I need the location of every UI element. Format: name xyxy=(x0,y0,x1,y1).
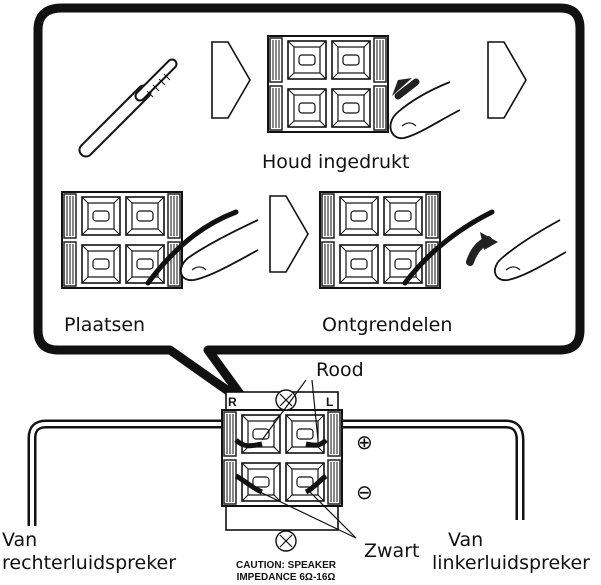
label-from-right-1: Van xyxy=(2,529,37,551)
label-from-left-2: linkerluidspreker xyxy=(432,552,590,574)
rear-panel xyxy=(27,379,525,552)
channel-l: L xyxy=(326,395,333,409)
terminal-insert xyxy=(62,192,259,288)
label-hold: Houd ingedrukt xyxy=(262,151,410,173)
terminal-press xyxy=(268,36,461,139)
terminal-release xyxy=(320,192,567,288)
caution-line-1: CAUTION: SPEAKER xyxy=(236,560,337,571)
label-from-right-2: rechterluidspreker xyxy=(2,552,176,574)
caution-line-2: IMPEDANCE 6Ω-16Ω xyxy=(237,572,336,583)
plus-icon: ⊕ xyxy=(356,430,373,454)
stripped-wire xyxy=(78,58,178,158)
label-black: Zwart xyxy=(364,540,419,562)
channel-r: R xyxy=(228,395,237,409)
label-insert: Plaatsen xyxy=(64,314,145,336)
label-red: Rood xyxy=(316,359,364,381)
label-from-left-1: Van xyxy=(448,529,483,551)
label-release: Ontgrendelen xyxy=(322,314,452,336)
minus-icon: ⊖ xyxy=(356,480,373,504)
